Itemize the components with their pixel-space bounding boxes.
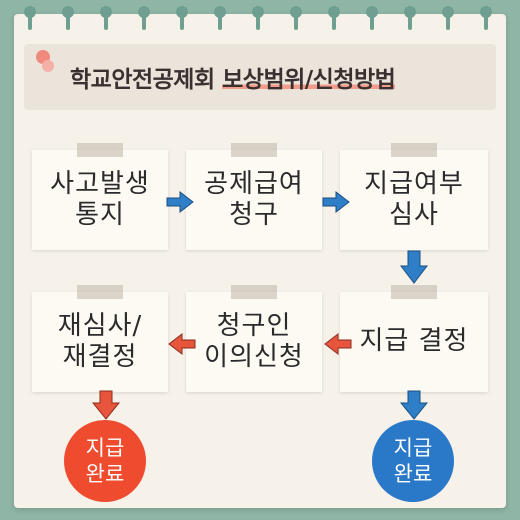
- step-label-line1: 공제급여: [204, 168, 304, 199]
- binder-ring: [480, 6, 492, 30]
- arrow-right-icon: [322, 190, 350, 214]
- tape-decor: [77, 285, 123, 299]
- binder-ring: [366, 6, 378, 30]
- page-title: 학교안전공제회 보상범위/신청방법: [70, 60, 490, 94]
- step-label-line1: 재심사/: [57, 310, 143, 341]
- binder-ring: [176, 6, 188, 30]
- result-line2: 완료: [85, 462, 125, 486]
- tape-decor: [77, 143, 123, 157]
- title-part1: 학교안전공제회: [70, 67, 215, 93]
- step-label-line2: 이의신청: [204, 342, 304, 372]
- arrow-left-icon: [168, 332, 196, 356]
- step-rereview: 재심사/재결정: [32, 285, 168, 392]
- tape-decor: [231, 285, 277, 299]
- step-label-line1: 사고발생: [50, 168, 150, 199]
- arrow-right-icon: [166, 190, 194, 214]
- tape-decor: [231, 143, 277, 157]
- step-label-line2: 심사: [389, 200, 439, 230]
- arrow-down-icon: [400, 250, 428, 284]
- step-decision: 지급 결정: [340, 285, 488, 392]
- arrow-left-icon: [324, 332, 352, 356]
- binder-ring: [404, 6, 416, 30]
- result-line1: 지급: [393, 435, 433, 460]
- tape-decor: [391, 143, 437, 157]
- step-label-line2: 재결정: [62, 342, 138, 372]
- step-label-line2: 청구: [229, 200, 279, 230]
- step-label-line2: 통지: [75, 200, 125, 230]
- result-line1: 지급: [85, 435, 125, 460]
- step-label-line1: 지급 결정: [359, 326, 469, 357]
- result-line2: 완료: [393, 462, 433, 486]
- step-label-line1: 지급여부: [364, 168, 464, 199]
- binder-ring: [62, 6, 74, 30]
- binder-ring: [252, 6, 264, 30]
- decor-dot: [42, 60, 54, 72]
- binder-rings: [14, 6, 506, 30]
- title-part2: 보상범위/신청방법: [222, 67, 396, 93]
- binder-ring: [24, 6, 36, 30]
- binder-ring: [328, 6, 340, 30]
- binder-ring: [442, 6, 454, 30]
- binder-ring: [214, 6, 226, 30]
- binder-ring: [100, 6, 112, 30]
- tape-decor: [391, 285, 437, 299]
- step-label-line1: 청구인: [216, 310, 292, 341]
- arrow-down-icon: [92, 390, 120, 420]
- binder-ring: [138, 6, 150, 30]
- binder-ring: [290, 6, 302, 30]
- arrow-down-icon: [400, 390, 428, 420]
